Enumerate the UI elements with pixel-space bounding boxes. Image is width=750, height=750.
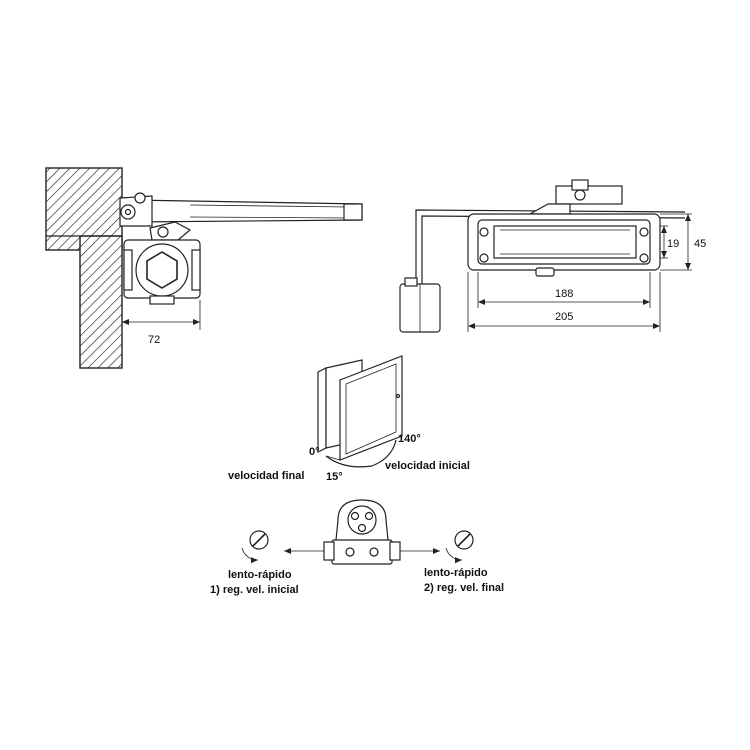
front-view: 19 45 188 205 [399,179,706,333]
closer-body-front [467,213,661,277]
valve-screw-right-icon [445,530,474,564]
dim-body-height: 19 [660,225,679,259]
dim-label-72: 72 [148,334,160,346]
label-velocidad-final: velocidad final [228,470,304,482]
dim-label-188: 188 [555,288,573,300]
door-leaf-hatched [79,235,123,369]
hex-spindle-icon [146,251,178,289]
angle-label-0: 0° [309,446,320,458]
valve-left-function: 1) reg. vel. inicial [210,584,299,596]
dim-label-19: 19 [667,238,679,250]
valve-view: lento-rápido 1) reg. vel. inicial lento-… [210,499,504,596]
dim-label-205: 205 [555,311,573,323]
closer-body-side [123,239,201,305]
dim-body-length: 188 [477,272,651,308]
dim-label-45: 45 [694,238,706,250]
valve-screw-left-icon [241,530,269,564]
valve-right-function: 2) reg. vel. final [424,582,504,594]
door-angle-view: 0° 140° 15° velocidad final velocidad in… [228,355,470,483]
side-view: 72 [45,167,363,369]
closer-end-cap [323,499,401,565]
valve-right-range: lento-rápido [424,567,488,579]
angle-label-15: 15° [326,471,343,483]
valve-left-range: lento-rápido [228,569,292,581]
label-velocidad-inicial: velocidad inicial [385,460,470,472]
dim-side-depth: 72 [121,300,201,346]
angle-label-140: 140° [398,433,421,445]
closer-arm [119,192,363,241]
mounting-block [527,179,623,215]
dim-overall-length: 205 [467,272,661,332]
dim-overall-height: 45 [660,213,706,271]
